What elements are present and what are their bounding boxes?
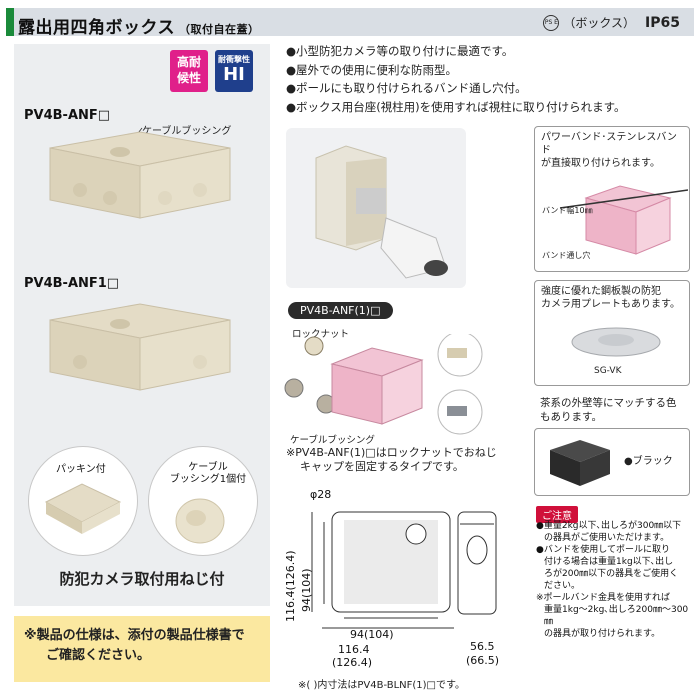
band-width-label: バンド幅10㎜ [542, 206, 593, 215]
box-image-anf1 [49, 303, 231, 391]
black-color-label: ●ブラック [624, 456, 673, 467]
caution-text: ●重量2kg以下､出しろが300㎜以下 の器具がご使用いただけます。 ●バンドを… [536, 521, 689, 639]
dim-width-outer-alt: (126.4) [332, 656, 373, 669]
feature-item: ●小型防犯カメラ等の取り付けに最適です。 [286, 44, 514, 58]
side-view-drawing [457, 511, 497, 615]
feature-item: ●ポールにも取り付けられるバンド通し穴付。 [286, 81, 527, 95]
spec-note: ※製品の仕様は、添付の製品仕様書でご確認ください。 [14, 616, 270, 682]
feature-caption: 防犯カメラ取付用ねじ付 [59, 570, 225, 588]
page-title: 露出用四角ボックス（取付自在蓋） [18, 18, 260, 38]
dimension-footnote: ※( )内寸法はPV4B-BLNF(1)□です。 [298, 680, 465, 691]
exploded-description: ※PV4B-ANF(1)□はロックナットでおねじキャップを固定するタイプです。 [286, 446, 497, 473]
model-anf1: PV4B-ANF1□ [24, 276, 120, 291]
exploded-diagram [284, 334, 483, 435]
installation-photo [286, 128, 466, 288]
band-diagram [559, 185, 688, 255]
exploded-bushing-label: ケーブルブッシング [290, 435, 375, 446]
pse-mark-icon: PS E [543, 14, 560, 31]
band-hole-label: バンド通し穴 [542, 251, 591, 260]
front-view-drawing [311, 511, 454, 629]
header-ratings: PS E （ボックス） IP65 [543, 14, 680, 31]
dim-depth-alt: (66.5) [466, 654, 500, 667]
black-box-image [550, 440, 610, 486]
color-note: 茶系の外壁等にマッチする色もあります。 [540, 397, 677, 423]
caution-tag: ご注意 [536, 506, 578, 523]
bushing-callout: ケーブルブッシング [142, 126, 232, 137]
packing-image [44, 483, 122, 534]
camera-plate-image [571, 327, 661, 357]
dim-height-outer: 116.4(126.4) [284, 550, 297, 622]
ip-rating: IP65 [645, 14, 680, 31]
feature-item: ●屋外での使用に便利な防雨型。 [286, 62, 458, 77]
dim-width-inner: 94(104) [350, 628, 394, 641]
page-subtitle: （取付自在蓋） [179, 23, 260, 36]
model-anf: PV4B-ANF□ [24, 108, 111, 123]
exploded-model-pill: PV4B-ANF(1)□ [288, 302, 393, 319]
feature-item: ●ボックス用台座(視柱用)を使用すれば視柱に取り付けられます。 [286, 99, 626, 114]
packing-label: パッキン付 [56, 464, 106, 475]
header-bar [6, 8, 694, 36]
dim-width-outer: 116.4 [338, 643, 370, 656]
box-image-anf [49, 127, 231, 219]
bushing-included-label: ケーブルブッシング1個付 [169, 462, 247, 485]
feature-list: ●小型防犯カメラ等の取り付けに最適です。 ●屋外での使用に便利な防雨型。 ●ポー… [286, 42, 686, 116]
category-label: （ボックス） [563, 16, 636, 30]
dim-depth: 56.5 [470, 640, 495, 653]
bushing-image [175, 498, 225, 544]
plate-model: SG-VK [594, 366, 622, 376]
locknut-label: ロックナット [292, 329, 350, 340]
dim-phi: φ28 [310, 488, 332, 501]
dim-height-inner: 94(104) [300, 568, 313, 612]
weather-resistance-badge: 高耐候性 [170, 50, 208, 92]
